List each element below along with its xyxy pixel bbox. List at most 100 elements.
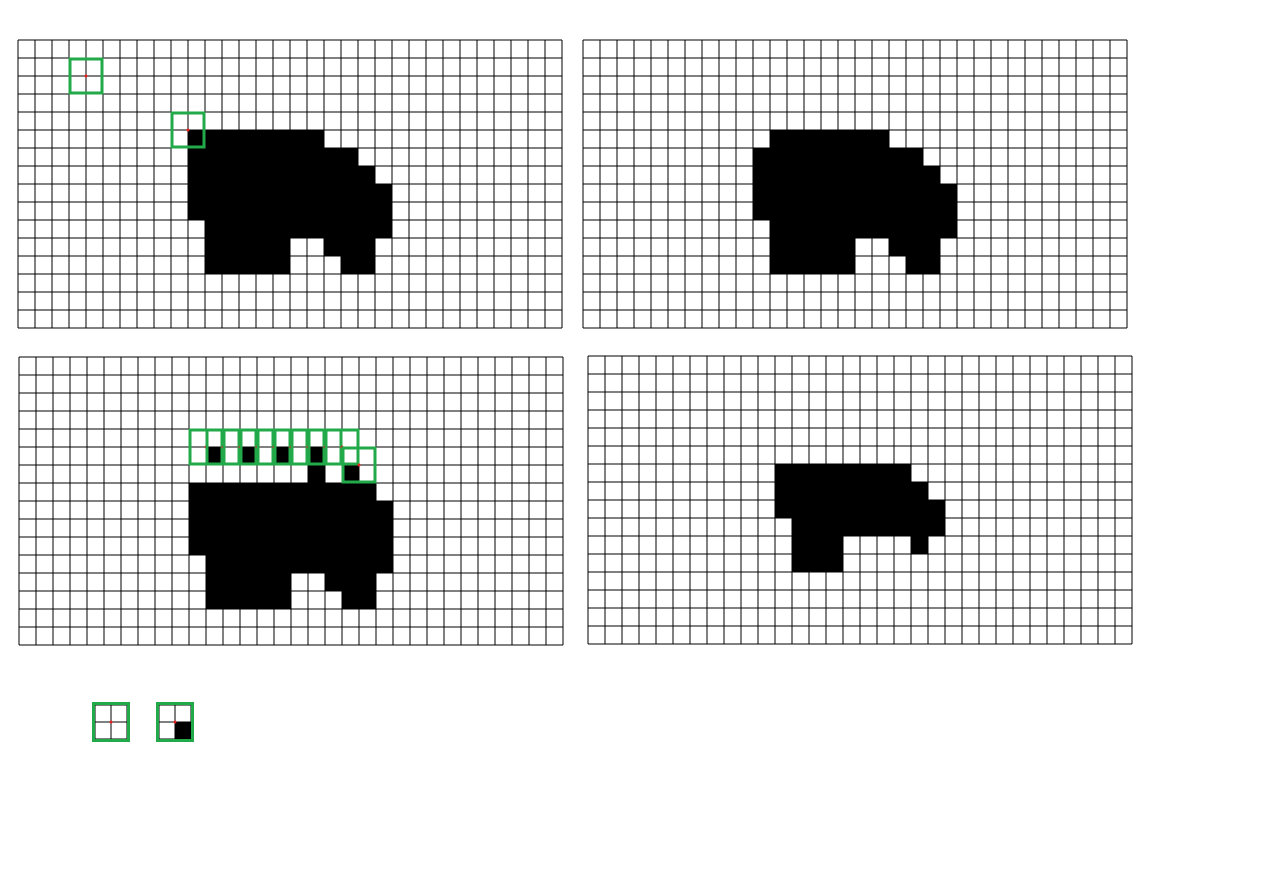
filled-cell <box>342 537 359 555</box>
filled-cell <box>256 256 273 274</box>
filled-cell <box>889 220 906 238</box>
filled-cell <box>877 482 894 500</box>
filled-cell <box>358 202 375 220</box>
filled-cell <box>291 519 308 537</box>
filled-cell <box>205 220 222 238</box>
filled-cell <box>205 166 222 184</box>
filled-cell <box>205 238 222 256</box>
filled-cell <box>821 184 838 202</box>
filled-cell <box>274 501 291 519</box>
filled-cell <box>291 501 308 519</box>
filled-cell <box>940 184 957 202</box>
filled-cell <box>877 518 894 536</box>
filled-cell <box>787 148 804 166</box>
filled-cell <box>223 537 240 555</box>
filled-cell <box>792 554 809 572</box>
filled-cell <box>804 256 821 274</box>
filled-cell <box>804 184 821 202</box>
filled-cell <box>843 464 860 482</box>
filled-cell <box>223 483 240 501</box>
filled-cell <box>753 166 770 184</box>
filled-cell <box>787 202 804 220</box>
filled-cell <box>375 220 392 238</box>
filled-cell <box>923 202 940 220</box>
filled-cell <box>359 483 376 501</box>
filled-cell <box>205 148 222 166</box>
filled-cell <box>940 202 957 220</box>
filled-cell <box>307 130 324 148</box>
filled-cell <box>826 482 843 500</box>
filled-cell <box>770 166 787 184</box>
filled-cell <box>775 482 792 500</box>
filled-cell <box>792 500 809 518</box>
filled-cell <box>188 184 205 202</box>
filled-cell <box>342 519 359 537</box>
filled-cell <box>256 220 273 238</box>
filled-cell <box>826 500 843 518</box>
filled-cell <box>358 256 375 274</box>
filled-cell <box>889 238 906 256</box>
filled-cell <box>290 184 307 202</box>
filled-cell <box>923 220 940 238</box>
filled-cell <box>770 220 787 238</box>
filled-cell <box>809 500 826 518</box>
filled-cell <box>290 130 307 148</box>
filled-cell <box>809 482 826 500</box>
filled-cell <box>240 501 257 519</box>
grid-svg <box>17 39 563 329</box>
structuring-cell-empty <box>158 721 176 740</box>
filled-cell <box>911 482 928 500</box>
filled-cell <box>239 220 256 238</box>
filled-cell <box>273 220 290 238</box>
filled-cell <box>838 130 855 148</box>
filled-cell <box>341 238 358 256</box>
filled-cell <box>860 518 877 536</box>
filled-cell <box>855 148 872 166</box>
structuring-cell-empty <box>94 721 112 740</box>
filled-cell <box>359 591 376 609</box>
filled-cell <box>189 483 206 501</box>
filled-cell <box>855 202 872 220</box>
filled-cell <box>855 130 872 148</box>
filled-cell <box>838 166 855 184</box>
filled-cell <box>838 220 855 238</box>
filled-cell <box>928 500 945 518</box>
filled-cell <box>206 447 223 465</box>
filled-cell <box>324 184 341 202</box>
filled-cell <box>775 464 792 482</box>
filled-cell <box>787 220 804 238</box>
filled-cell <box>376 501 393 519</box>
filled-cell <box>308 483 325 501</box>
filled-cell <box>341 166 358 184</box>
filled-cell <box>205 130 222 148</box>
filled-cell <box>928 518 945 536</box>
filled-cell <box>290 166 307 184</box>
filled-cell <box>821 130 838 148</box>
filled-cell <box>257 573 274 591</box>
filled-cell <box>838 202 855 220</box>
filled-cell <box>889 166 906 184</box>
filled-cell <box>206 537 223 555</box>
filled-cell <box>775 500 792 518</box>
filled-cell <box>809 518 826 536</box>
filled-cell <box>188 148 205 166</box>
filled-cell <box>223 501 240 519</box>
filled-cell <box>341 184 358 202</box>
filled-cell <box>770 238 787 256</box>
kernel-center-dot <box>84 74 88 78</box>
filled-cell <box>358 220 375 238</box>
filled-cell <box>809 536 826 554</box>
filled-cell <box>843 518 860 536</box>
filled-cell <box>240 483 257 501</box>
filled-cell <box>843 500 860 518</box>
filled-cell <box>375 202 392 220</box>
filled-cell <box>889 148 906 166</box>
filled-cell <box>770 256 787 274</box>
filled-cell <box>291 555 308 573</box>
filled-cell <box>291 483 308 501</box>
filled-cell <box>877 464 894 482</box>
filled-cell <box>206 591 223 609</box>
kernel-window <box>92 702 130 742</box>
filled-cell <box>206 483 223 501</box>
structuring-cell-empty <box>158 704 176 723</box>
